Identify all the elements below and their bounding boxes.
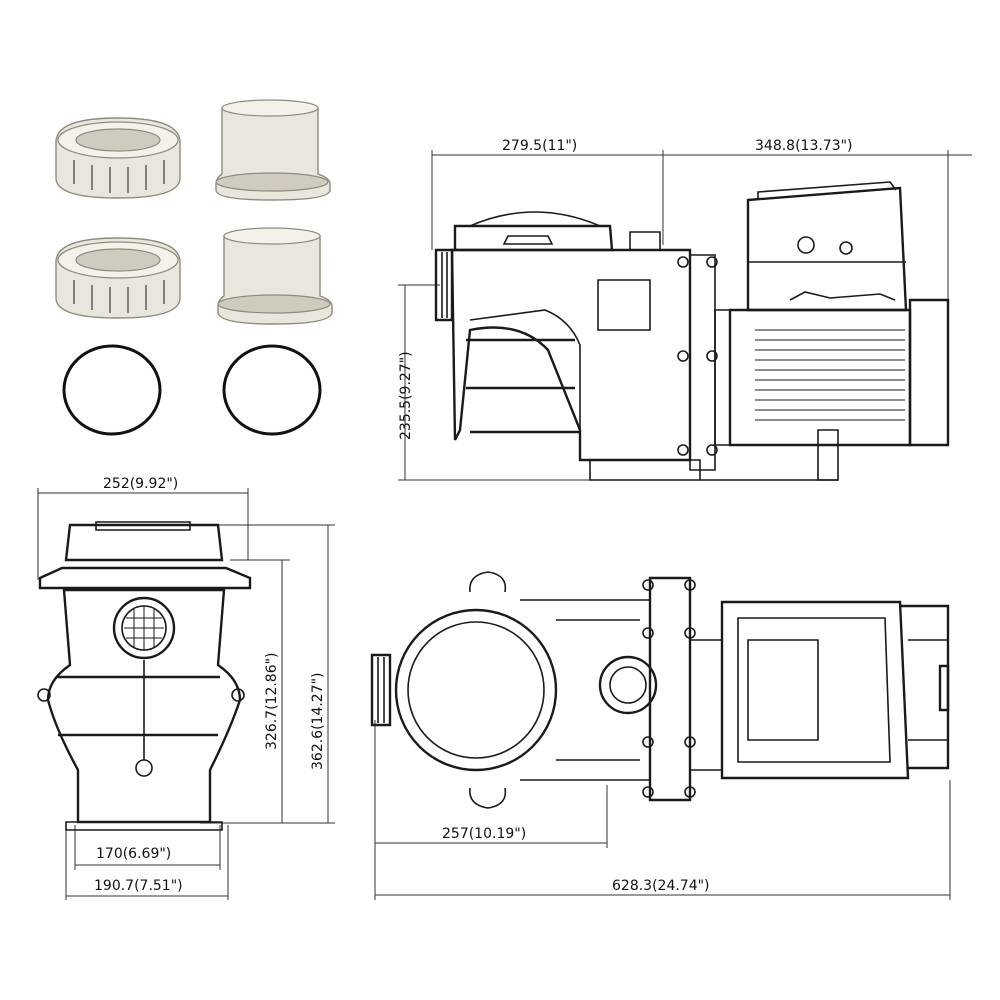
accessories-group <box>55 99 333 436</box>
dim-side-pump-length: 279.5(11") <box>502 138 577 154</box>
motor-fins <box>755 329 905 421</box>
top-pump-housing <box>370 571 723 809</box>
union-nut-2 <box>55 237 181 319</box>
side-view-dimensions <box>398 150 972 481</box>
tail-piece-2 <box>217 227 333 325</box>
top-motor <box>720 600 950 780</box>
side-view: 279.5(11") 348.8(13.73") 235.5(9.27") <box>398 138 972 481</box>
top-view-dimensions <box>374 720 951 900</box>
side-pump-housing <box>434 211 718 481</box>
dim-front-base-inner: 170(6.69") <box>96 846 171 862</box>
dim-side-motor-length: 348.8(13.73") <box>755 138 853 154</box>
dim-top-outlet-offset: 257(10.19") <box>442 826 526 842</box>
dim-top-total-length: 628.3(24.74") <box>612 878 710 894</box>
dim-front-height-total: 362.6(14.27") <box>310 672 326 770</box>
strainer-grid <box>124 606 164 650</box>
union-nut-1 <box>55 117 181 199</box>
o-ring-2 <box>222 344 322 436</box>
o-ring-1 <box>62 344 162 436</box>
dim-front-base-outer: 190.7(7.51") <box>94 878 183 894</box>
top-view: 257(10.19") 628.3(24.74") <box>370 571 951 900</box>
dim-side-inlet-height: 235.5(9.27") <box>398 351 414 440</box>
side-motor <box>700 181 950 481</box>
front-pump-body <box>37 521 252 831</box>
dim-front-width: 252(9.92") <box>103 476 178 492</box>
tail-piece-1 <box>215 99 331 201</box>
front-view: 252(9.92") 326.7(12.86") 362.6(14.27") 1… <box>37 476 335 900</box>
front-view-dimensions <box>37 488 335 900</box>
dim-front-height-body: 326.7(12.86") <box>264 652 280 750</box>
